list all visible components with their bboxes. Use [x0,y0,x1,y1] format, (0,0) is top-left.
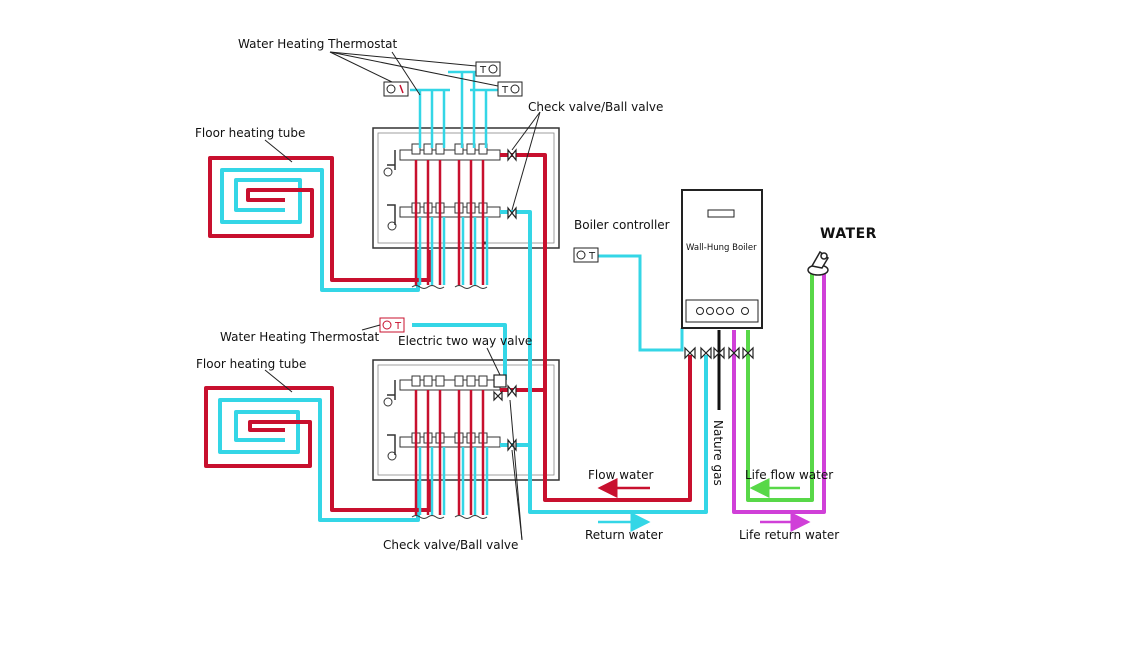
label-thermostat-top: Water Heating Thermostat [238,37,398,51]
coil-bottom-flow-loop [204,386,432,512]
life-water-pipes [732,272,826,514]
label-boiler-controller: Boiler controller [574,218,670,232]
label-thermostat-mid: Water Heating Thermostat [220,330,380,344]
thermostat-icon-top-left [383,81,409,97]
coil-top-flow-loop [208,156,432,282]
flow-arrows [597,478,811,532]
thermostat-icon-top-right: T [497,81,523,97]
boiler-controller-icon: T [573,247,599,263]
manifold-bottom-outlets [414,390,489,515]
floor-heating-coil-top [208,156,432,292]
label-floor-tube-bottom: Floor heating tube [196,357,307,371]
coil-top-return-loop [220,168,420,292]
check-valves-top [507,148,517,220]
boiler-outlet-valves [684,346,754,360]
label-nature-gas: Nature gas [711,420,725,486]
coil-bottom-return-loop [218,398,420,522]
label-check-valve-bottom: Check valve/Ball valve [383,538,519,552]
floor-heating-coil-bottom [204,386,432,522]
manifold-top-outlets [414,160,489,285]
boiler-controller-wire [598,254,684,352]
wall-hung-boiler [681,189,763,329]
manifold-cabinet-top [372,127,560,249]
thermostat-icon-top-center: T [475,61,501,77]
water-tap-icon [807,250,829,276]
label-water: WATER [820,226,877,242]
label-boiler-name: Wall-Hung Boiler [686,243,757,253]
label-return-water: Return water [585,528,663,542]
label-life-return-water: Life return water [739,528,840,542]
label-life-flow-water: Life flow water [745,468,834,482]
life-return-pipe [732,272,826,514]
pipe-ends [411,285,488,519]
thermostat-wires-top [410,70,500,148]
svg-text:T: T [479,65,487,76]
label-floor-tube-top: Floor heating tube [195,126,306,140]
svg-text:T: T [588,251,596,262]
label-check-valve-top: Check valve/Ball valve [528,100,664,114]
svg-text:T: T [394,321,402,332]
svg-text:T: T [501,85,509,96]
label-flow-water: Flow water [588,468,654,482]
label-electric-valve: Electric two way valve [398,334,533,348]
leader-lines [264,51,541,541]
thermostat-icon-middle: T [379,317,405,333]
life-flow-pipe [746,272,814,502]
